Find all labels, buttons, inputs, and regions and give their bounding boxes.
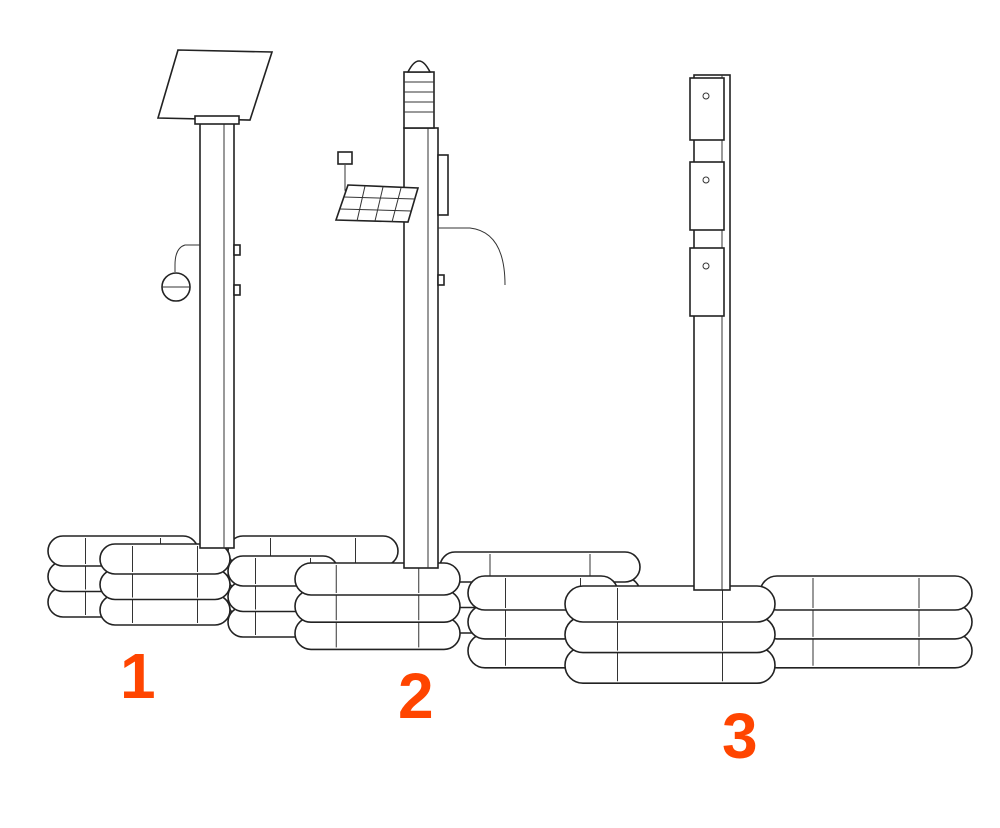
pole-1	[156, 49, 274, 549]
pole-3	[689, 74, 731, 591]
tire	[564, 585, 776, 623]
solar-panel-2	[334, 184, 420, 223]
label-2: 2	[398, 660, 434, 732]
label-3: 3	[722, 700, 758, 772]
pole-2	[334, 60, 506, 569]
tire	[759, 575, 973, 611]
label-1: 1	[120, 640, 156, 712]
weather-sensor	[403, 71, 435, 129]
tire-stack-3	[467, 575, 973, 685]
solar-panel-1	[156, 49, 274, 121]
